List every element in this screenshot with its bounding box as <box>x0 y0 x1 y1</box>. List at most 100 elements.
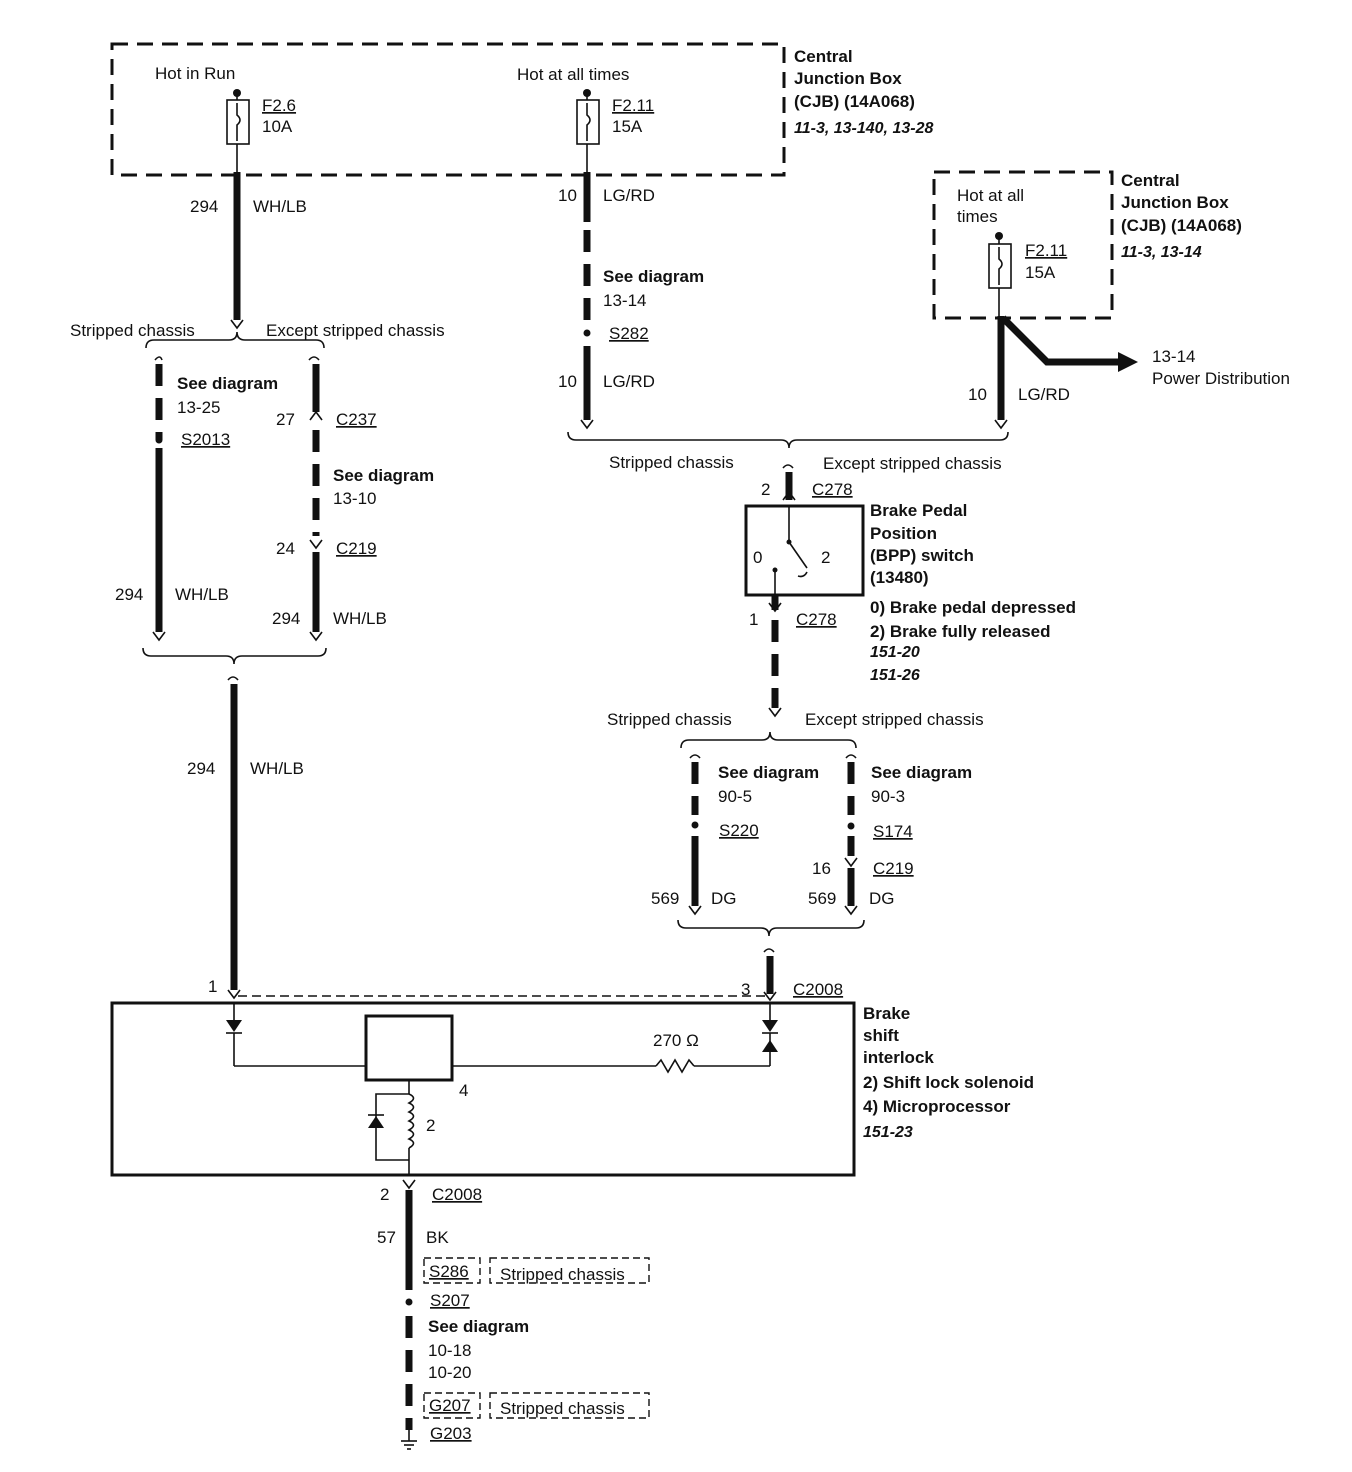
wire-color-wh-lb-2: WH/LB <box>175 585 229 604</box>
left-stripped-chassis-label: Stripped chassis <box>70 321 195 340</box>
fuse-f2-6-icon <box>226 89 250 172</box>
pin-16-label: 16 <box>812 859 831 878</box>
circuit-294-label-4: 294 <box>187 759 215 778</box>
diode-right-icon <box>762 1003 778 1066</box>
cjb1-refs: 11-3, 13-140, 13-28 <box>794 120 933 137</box>
bpp-title-line4: (13480) <box>870 568 929 587</box>
see-diagram-10-18-title: See diagram <box>428 1317 529 1336</box>
see-diagram-90-5-title: See diagram <box>718 763 819 782</box>
cjb1-dashed-border <box>110 42 786 177</box>
interlock-item-2: 2) Shift lock solenoid <box>863 1073 1034 1092</box>
circuit-294-label-2: 294 <box>115 585 143 604</box>
power-distribution-arrow-icon <box>1118 352 1138 372</box>
fuse-f2-6-rating: 10A <box>262 117 293 136</box>
circuit-10-label-3: 10 <box>968 385 987 404</box>
ground-g203: G203 <box>430 1424 472 1443</box>
wire-color-lg-rd-2: LG/RD <box>603 372 655 391</box>
connector-c278-bottom: C278 <box>796 610 837 629</box>
see-diagram-90-3-ref: 90-3 <box>871 787 905 806</box>
see-diagram-90-5-ref: 90-5 <box>718 787 752 806</box>
wire-color-wh-lb-1: WH/LB <box>253 197 307 216</box>
bpp-switch-box <box>744 504 865 597</box>
bpp-position-0: 0 <box>753 548 762 567</box>
left-split-brace: Stripped chassis Except stripped chassis <box>70 321 445 349</box>
microprocessor-block <box>364 1014 454 1082</box>
pin-2-c2008: 2 <box>380 1185 389 1204</box>
interlock-title-line1: Brake <box>863 1004 910 1023</box>
bpp-switch: 2 C278 0 2 1 C278 Brake Pedal Position (… <box>744 464 1076 718</box>
s286-stripped-chassis-note: Stripped chassis <box>500 1265 625 1284</box>
lower-except-stripped-label: Except stripped chassis <box>805 710 984 729</box>
wire-color-lg-rd-3: LG/RD <box>1018 385 1070 404</box>
cjb2-hot-line2: times <box>957 207 998 226</box>
circuit-569-label-2: 569 <box>808 889 836 908</box>
g207-stripped-chassis-note: Stripped chassis <box>500 1399 625 1418</box>
pin-24-label: 24 <box>276 539 295 558</box>
cjb2-title-line3: (CJB) (14A068) <box>1121 216 1242 235</box>
lower-stripped-chassis-label: Stripped chassis <box>607 710 732 729</box>
bpp-merge-brace <box>677 919 865 937</box>
pin-1-c2008: 1 <box>208 977 217 996</box>
wire-color-wh-lb-3: WH/LB <box>333 609 387 628</box>
ground-icon <box>401 1430 417 1450</box>
wire-color-dg-1: DG <box>711 889 737 908</box>
wire-color-bk: BK <box>426 1228 449 1247</box>
fuse-f2-6-id: F2.6 <box>262 96 296 115</box>
bpp-stripped-chassis-label: Stripped chassis <box>609 453 734 472</box>
circuit-10-label-2: 10 <box>558 372 577 391</box>
splice-s174: S174 <box>873 822 913 841</box>
interlock-title-line3: interlock <box>863 1048 934 1067</box>
connector-c219-left: C219 <box>336 539 377 558</box>
circuit-294-upper: 294 WH/LB <box>190 172 307 330</box>
wire-color-dg-2: DG <box>869 889 895 908</box>
solenoid-pin-2: 2 <box>426 1116 435 1135</box>
cjb1-title-line3: (CJB) (14A068) <box>794 92 915 111</box>
wire-color-lg-rd-1: LG/RD <box>603 186 655 205</box>
pin-3-c2008: 3 <box>741 980 750 999</box>
see-diagram-13-10-title: See diagram <box>333 466 434 485</box>
bpp-state-0: 0) Brake pedal depressed <box>870 598 1076 617</box>
resistor-icon <box>655 1058 695 1074</box>
circuit-10-label-1: 10 <box>558 186 577 205</box>
microprocessor-pin-4: 4 <box>459 1081 468 1100</box>
fuse-f2-11-rating: 15A <box>612 117 643 136</box>
circuit-294-label-1: 294 <box>190 197 218 216</box>
central-junction-box-2: Hot at all times F2.11 15A Central Junct… <box>932 170 1242 320</box>
splice-s207: S207 <box>430 1291 470 1310</box>
cjb2-dashed-border <box>932 170 1114 320</box>
circuit-569-lower: 3 C2008 <box>741 948 843 1002</box>
bpp-position-2: 2 <box>821 548 830 567</box>
circuit-294-lower: 294 WH/LB 1 <box>187 676 304 1000</box>
diode-left-icon <box>226 1003 242 1066</box>
see-diagram-13-14-title: See diagram <box>603 267 704 286</box>
bpp-split-brace: Stripped chassis Except stripped chassis <box>607 710 984 749</box>
circuit-10-left: 10 LG/RD See diagram 13-14 S282 10 LG/RD <box>558 172 704 430</box>
cjb2-title-line2: Junction Box <box>1121 193 1229 212</box>
see-diagram-13-14-ref: 13-14 <box>603 291 646 310</box>
see-diagram-13-25-ref: 13-25 <box>177 398 220 417</box>
bpp-title-line1: Brake Pedal <box>870 501 967 520</box>
bpp-ref-2: 151-26 <box>870 667 920 684</box>
central-junction-box-1: Hot in Run Hot at all times F2.6 10A F2.… <box>110 42 933 177</box>
fuse-f2-11-icon <box>576 89 600 172</box>
see-diagram-10-18-ref: 10-18 <box>428 1341 471 1360</box>
bpp-ref-1: 151-20 <box>870 644 920 661</box>
interlock-ref: 151-23 <box>863 1124 913 1141</box>
resistor-value: 270 Ω <box>653 1031 699 1050</box>
circuit-57-label: 57 <box>377 1228 396 1247</box>
interlock-module-box <box>110 1001 856 1177</box>
bpp-except-stripped-label: Except stripped chassis <box>823 454 1002 473</box>
connector-c278-top: C278 <box>812 480 853 499</box>
left-stripped-branch: See diagram 13-25 S2013 294 WH/LB <box>115 356 278 642</box>
cjb1-hot-in-run: Hot in Run <box>155 64 235 83</box>
left-except-stripped-label: Except stripped chassis <box>266 321 445 340</box>
bpp-state-2: 2) Brake fully released <box>870 622 1050 641</box>
splice-s2013: S2013 <box>181 430 230 449</box>
middle-merge-brace: Stripped chassis Except stripped chassis <box>567 431 1009 473</box>
connector-c2008-bottom: C2008 <box>432 1185 482 1204</box>
left-except-branch: 27 C237 See diagram 13-10 24 C219 294 WH… <box>272 356 434 642</box>
bpp-title-line2: Position <box>870 524 937 543</box>
fuse-f2-11-right-rating: 15A <box>1025 263 1056 282</box>
connector-c237: C237 <box>336 410 377 429</box>
